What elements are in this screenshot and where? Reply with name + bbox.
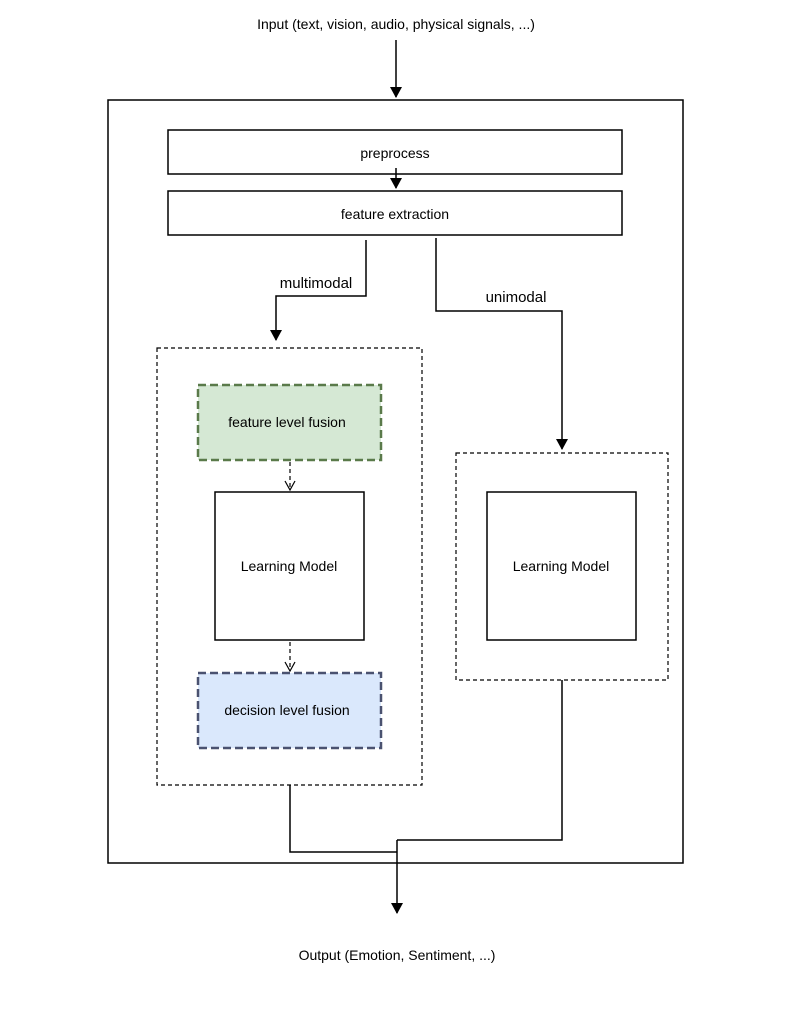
multimodal-arrow bbox=[270, 240, 367, 341]
feature-extraction-label: feature extraction bbox=[341, 206, 449, 222]
multimodal-learning-model-label: Learning Model bbox=[241, 558, 338, 574]
unimodal-arrow bbox=[435, 238, 568, 450]
decision-level-fusion-label: decision level fusion bbox=[224, 702, 349, 718]
decision-level-fusion-box bbox=[196, 671, 383, 750]
output-label: Output (Emotion, Sentiment, ...) bbox=[299, 947, 496, 963]
multimodal-learning-model-box bbox=[214, 491, 365, 641]
unimodal-label: unimodal bbox=[486, 289, 547, 306]
multimodal-label: multimodal bbox=[280, 275, 353, 292]
multimodal-output-line bbox=[289, 785, 397, 853]
input-label: Input (text, vision, audio, physical sig… bbox=[257, 16, 535, 32]
preprocess-label: preprocess bbox=[360, 145, 429, 161]
feature-level-fusion-label: feature level fusion bbox=[228, 414, 346, 430]
system-container bbox=[107, 99, 684, 864]
unimodal-group bbox=[455, 452, 669, 681]
preprocess-box bbox=[167, 129, 623, 175]
unimodal-learning-model-label: Learning Model bbox=[513, 558, 610, 574]
unimodal-output-line bbox=[397, 680, 563, 841]
feature-level-fusion-box bbox=[196, 383, 383, 462]
feature-extraction-box bbox=[167, 190, 623, 236]
unimodal-learning-model-box bbox=[486, 491, 637, 641]
